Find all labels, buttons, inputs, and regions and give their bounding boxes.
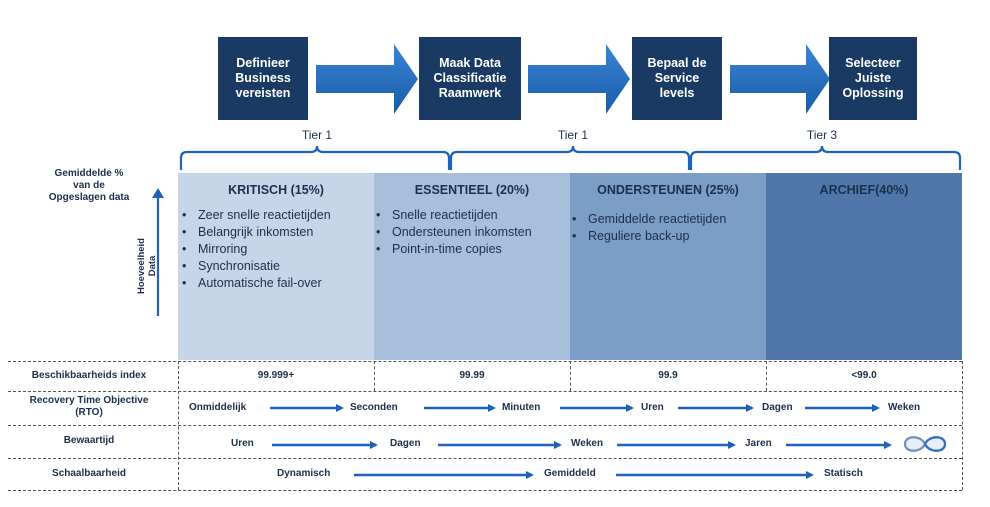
row-divider bbox=[8, 361, 962, 362]
col-divider bbox=[570, 361, 571, 391]
scalability-value: Statisch bbox=[824, 468, 863, 479]
availability-value: 99.9 bbox=[658, 370, 678, 381]
column-essentieel: ESSENTIEEL (20%) Snelle reactietijden On… bbox=[374, 173, 570, 360]
rto-value: Weken bbox=[888, 402, 921, 413]
availability-value: 99.999+ bbox=[257, 370, 295, 381]
rto-value: Minuten bbox=[502, 402, 541, 413]
row-divider bbox=[8, 425, 962, 426]
bullet-item: Belangrijk inkomsten bbox=[182, 224, 331, 241]
column-title: ARCHIEF(40%) bbox=[819, 183, 909, 197]
row-divider bbox=[8, 490, 962, 491]
availability-value: <99.0 bbox=[851, 370, 877, 381]
process-arrow-3 bbox=[730, 44, 830, 114]
col-divider bbox=[962, 361, 963, 490]
tier-label-3: Tier 3 bbox=[806, 128, 838, 142]
bullet-item: Zeer snelle reactietijden bbox=[182, 207, 331, 224]
process-arrow-2 bbox=[528, 44, 630, 114]
process-arrows bbox=[179, 44, 962, 170]
bullet-item: Point-in-time copies bbox=[376, 241, 532, 258]
step-service-levels: Bepaal de Service levels bbox=[632, 37, 722, 120]
retention-value: Uren bbox=[231, 438, 254, 449]
col-divider bbox=[766, 361, 767, 391]
row-divider bbox=[8, 458, 962, 459]
column-bullets: Gemiddelde reactietijden Reguliere back-… bbox=[572, 211, 726, 245]
process-arrow-1 bbox=[316, 44, 418, 114]
row-label-retention: Bewaartijd bbox=[63, 435, 115, 446]
retention-value: Dagen bbox=[390, 438, 421, 449]
row-divider bbox=[8, 391, 962, 392]
bullet-item: Ondersteunen inkomsten bbox=[376, 224, 532, 241]
step-1-label: Definieer Business vereisten bbox=[235, 56, 291, 100]
rto-value: Uren bbox=[641, 402, 664, 413]
step-4-label: Selecteer Juiste Oplossing bbox=[842, 56, 904, 100]
bullet-item: Reguliere back-up bbox=[572, 228, 726, 245]
row-label-availability: Beschikbaarheids index bbox=[31, 370, 147, 381]
column-bullets: Snelle reactietijden Ondersteunen inkoms… bbox=[376, 207, 532, 258]
rto-value: Dagen bbox=[762, 402, 793, 413]
step-3-label: Bepaal de Service levels bbox=[647, 56, 707, 100]
step-select-solution: Selecteer Juiste Oplossing bbox=[829, 37, 917, 120]
tier-label-1: Tier 1 bbox=[301, 128, 333, 142]
vertical-axis-arrow bbox=[152, 188, 164, 316]
bullet-item: Synchronisatie bbox=[182, 258, 331, 275]
step-classification: Maak Data Classificatie Raamwerk bbox=[419, 37, 521, 120]
column-archief: ARCHIEF(40%) bbox=[766, 173, 962, 360]
rto-value: Seconden bbox=[350, 402, 398, 413]
column-kritisch: KRITISCH (15%) Zeer snelle reactietijden… bbox=[178, 173, 374, 360]
row-label-rto: Recovery Time Objective (RTO) bbox=[29, 395, 149, 418]
tier-brace-2 bbox=[449, 145, 691, 170]
step-2-label: Maak Data Classificatie Raamwerk bbox=[433, 56, 507, 100]
column-title: ESSENTIEEL (20%) bbox=[414, 183, 530, 197]
column-bullets: Zeer snelle reactietijden Belangrijk ink… bbox=[182, 207, 331, 292]
scalability-value: Dynamisch bbox=[277, 468, 331, 479]
column-ondersteunen: ONDERSTEUNEN (25%) Gemiddelde reactietij… bbox=[570, 173, 766, 360]
col-divider bbox=[178, 361, 179, 490]
retention-value: Jaren bbox=[745, 438, 772, 449]
scalability-value: Gemiddeld bbox=[544, 468, 596, 479]
column-title: KRITISCH (15%) bbox=[228, 183, 324, 197]
bullet-item: Automatische fail-over bbox=[182, 275, 331, 292]
availability-value: 99.99 bbox=[459, 370, 485, 381]
infinity-icon bbox=[903, 436, 947, 452]
axis-top-label: Gemiddelde % van de Opgeslagen data bbox=[48, 168, 130, 203]
retention-value: Weken bbox=[571, 438, 604, 449]
bullet-item: Snelle reactietijden bbox=[376, 207, 532, 224]
row-label-scalability: Schaalbaarheid bbox=[52, 468, 126, 479]
step-define-business: Definieer Business vereisten bbox=[218, 37, 308, 120]
bullet-item: Mirroring bbox=[182, 241, 331, 258]
col-divider bbox=[374, 361, 375, 391]
column-title: ONDERSTEUNEN (25%) bbox=[597, 183, 739, 197]
bullet-item: Gemiddelde reactietijden bbox=[572, 211, 726, 228]
tier-label-2: Tier 1 bbox=[557, 128, 589, 142]
tier-brace-1 bbox=[179, 145, 451, 170]
tier-brace-3 bbox=[689, 145, 962, 170]
rto-value: Onmiddelijk bbox=[189, 402, 247, 413]
